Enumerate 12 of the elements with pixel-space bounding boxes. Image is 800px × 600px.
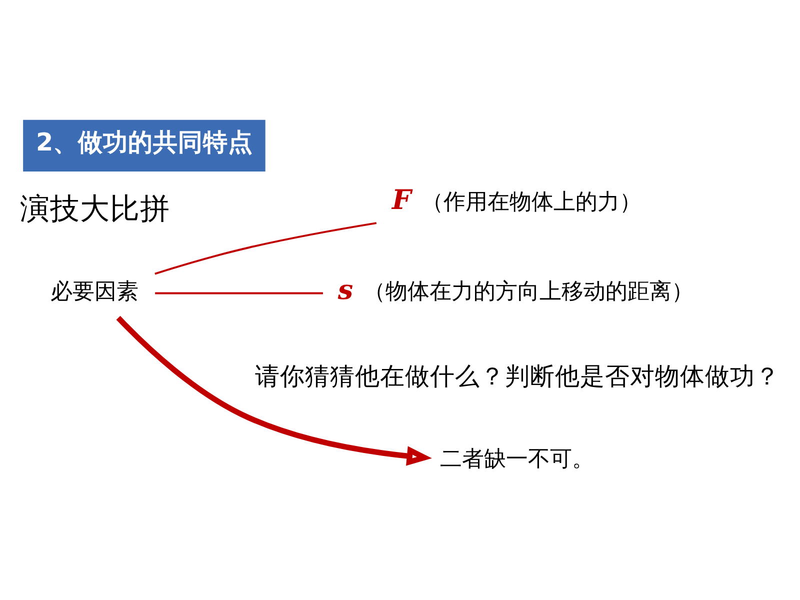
node-text: F (392, 185, 412, 216)
label: 请你猜猜他在做什么？判断他是否对物体做功？ (254, 361, 780, 390)
connector (155, 292, 323, 294)
diagram-title: 2、做功的共同特点 (36, 128, 254, 157)
node-text: s (338, 274, 354, 306)
node-text: 二者缺一不可。 (440, 446, 594, 472)
label: 演技大比拼 (20, 191, 170, 226)
node-label: （物体在力的方向上移动的距离） (364, 278, 694, 305)
node-text: 必要因素 (50, 278, 139, 305)
arrow (116, 316, 432, 466)
node-label: （作用在物体上的力） (422, 188, 642, 215)
connector (154, 222, 377, 275)
